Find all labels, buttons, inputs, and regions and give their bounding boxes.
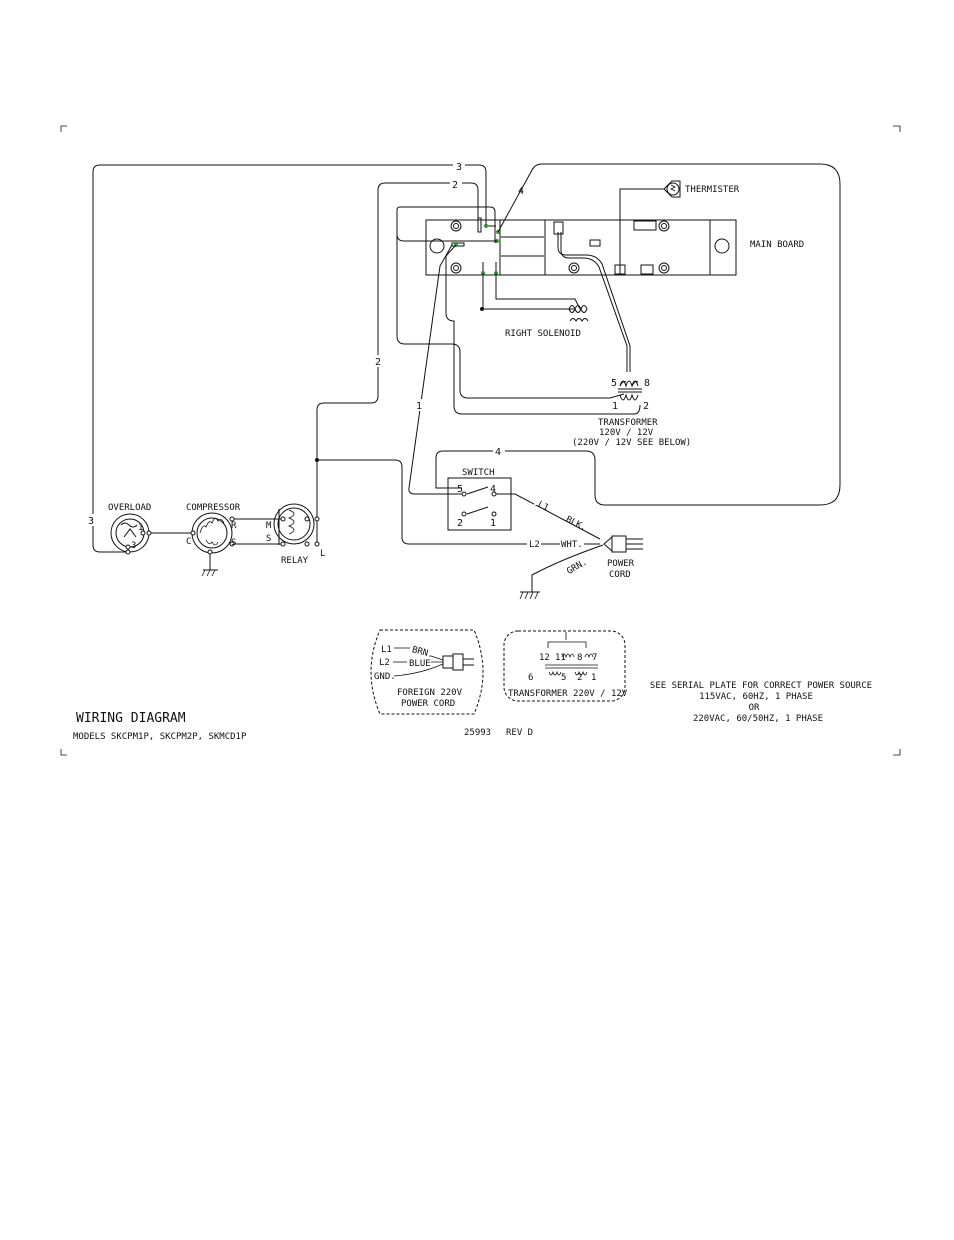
foreign-cord-l1: L1 [381,645,392,655]
wire-number-4: 4 [518,186,524,197]
compressor-pin-s: S [231,538,236,548]
board-connector [640,264,654,275]
wire-labels: 3 2 4 2 1 4 3 [87,159,524,527]
board-screw-icon [450,220,670,274]
compressor-title: COMPRESSOR [186,503,241,513]
relay-pin-s: S [266,534,271,544]
transformer-220-pin-1: 1 [591,673,596,683]
compressor: COMPRESSOR C R S [186,503,241,555]
board-hole-icon [429,238,445,254]
revision-label: REV D [506,728,533,738]
power-note-line-2: 115VAC, 60HZ, 1 PHASE [699,692,813,702]
relay: M S L RELAY [266,503,325,566]
relay-pin-m: M [266,521,272,531]
main-board: MAIN BOARD [425,217,804,276]
transformer-pin-5: 5 [611,378,617,389]
foreign-cord-gnd: GND. [374,672,396,682]
board-terminal [477,217,482,233]
transformer-220-pin-5: 5 [561,673,566,683]
transformer-220-pin-6: 6 [528,673,533,683]
transformer-220-pin-12: 12 [539,653,550,663]
overload: OVERLOAD 1 3 [108,503,152,555]
drawing-number: 25993 [464,728,491,738]
junction-dots [315,307,484,462]
power-cord-grn: GRN. [565,557,589,577]
board-connector [589,239,601,247]
board-connector [633,220,657,231]
power-cord-l1: L1 [536,500,550,514]
crop-marks [60,125,901,756]
thermister: THERMISTER [619,180,740,266]
transformer-pin-8: 8 [644,378,650,389]
transformer-220-pin-2: 2 [577,673,582,683]
switch-title: SWITCH [462,468,495,478]
power-source-note: SEE SERIAL PLATE FOR CORRECT POWER SOURC… [650,681,872,724]
overload-pin-3: 3 [131,541,136,551]
power-cord: L1 BLK. L2 WHT. GRN. POWER CORD [527,493,643,580]
power-cord-wht: WHT. [561,540,583,550]
wire-number-1: 1 [416,401,422,412]
foreign-power-cord-inset: L1 BRN. L2 BLUE GND. FOREIGN 220V POWER … [370,629,484,715]
wires [92,163,841,592]
transformer: 5 8 1 2 TRANSFORMER 120V / 12V (220V / 1… [572,378,691,448]
transformer-note: (220V / 12V SEE BELOW) [572,438,691,448]
compressor-pin-r: R [231,521,237,531]
power-note-line-3: OR [749,703,760,713]
main-board-label: MAIN BOARD [750,240,804,250]
transformer-220-caption: TRANSFORMER 220V / 12V [508,689,628,699]
thermister-label: THERMISTER [685,185,740,195]
title-block: WIRING DIAGRAM MODELS SKCPM1P, SKCPM2P, … [73,711,533,742]
board-hole-icon [714,238,730,254]
foreign-cord-caption-1: FOREIGN 220V [397,688,463,698]
board-terminal [451,242,465,247]
right-solenoid-label: RIGHT SOLENOID [505,329,581,339]
transformer-pin-1: 1 [612,401,618,412]
relay-title: RELAY [281,556,309,566]
power-cord-l2: L2 [529,540,540,550]
right-solenoid: RIGHT SOLENOID [505,305,589,339]
wire-number-4-switch: 4 [495,447,501,458]
plug-icon [442,653,474,671]
power-note-line-1: SEE SERIAL PLATE FOR CORRECT POWER SOURC… [650,681,872,691]
power-cord-blk: BLK. [564,515,588,534]
transformer-rating: 120V / 12V [599,428,654,438]
wire-number-2-left: 2 [375,357,381,368]
transformer-title: TRANSFORMER [598,418,658,428]
relay-pin-l: L [320,549,325,559]
plug-icon [603,535,643,553]
transformer-220-pin-11: 11 [555,653,566,663]
foreign-cord-caption-2: POWER CORD [401,699,455,709]
switch-terminal-4: 4 [490,484,496,495]
switch-terminal-1: 1 [490,518,496,529]
overload-pin-1: 1 [138,523,143,533]
wire-number-3: 3 [456,162,462,173]
power-note-line-4: 220VAC, 60/50HZ, 1 PHASE [693,714,823,724]
transformer-220-pin-7: 7 [592,653,597,663]
transformer-220v-inset: 12 11 8 7 6 5 2 1 TRANSFORMER 220V / 12V [503,630,628,702]
overload-title: OVERLOAD [108,503,151,513]
switch-terminal-2: 2 [457,518,463,529]
foreign-cord-l2: L2 [379,658,390,668]
wire-number-3-overload: 3 [88,516,94,527]
diagram-title: WIRING DIAGRAM [76,711,186,726]
switch-terminal-5: 5 [457,484,463,495]
models-line: MODELS SKCPM1P, SKCPM2P, SKMCD1P [73,732,247,742]
transformer-pin-2: 2 [643,401,649,412]
power-cord-title-1: POWER [607,559,635,569]
power-cord-title-2: CORD [609,570,631,580]
compressor-pin-c: C [186,537,191,547]
ground-icon [201,569,540,600]
foreign-cord-blue: BLUE [409,659,431,669]
switch: SWITCH 5 4 2 1 [447,468,512,531]
wire-number-2: 2 [452,180,458,191]
transformer-220-pin-8: 8 [577,653,582,663]
